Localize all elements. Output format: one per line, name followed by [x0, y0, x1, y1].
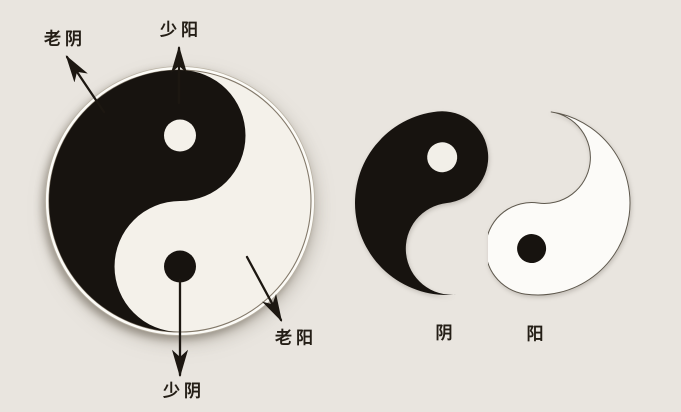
arrow-lao-yin — [65, 55, 106, 114]
taiji-yin-black-half — [49, 70, 246, 332]
taiji-symbol-main — [45, 66, 315, 336]
taiji-white-eye-dot — [164, 119, 196, 152]
label-yin: 阴 — [435, 323, 453, 344]
yin-half-symbol — [355, 111, 489, 295]
label-lao-yin: 老阴 — [44, 29, 86, 50]
label-shao-yang: 少阳 — [160, 20, 202, 41]
yang-comma-shape — [488, 111, 631, 296]
label-lao-yang: 老阳 — [275, 328, 317, 349]
yang-half-symbol — [488, 111, 631, 296]
yin-comma-shape — [355, 111, 489, 295]
taiji-black-eye-dot — [164, 250, 196, 283]
yang-black-eye-dot — [517, 234, 547, 264]
label-yang: 阳 — [526, 324, 544, 345]
arrow-lao-yang — [245, 255, 283, 323]
yin-white-eye-dot — [427, 142, 458, 173]
label-shao-yin: 少阴 — [163, 381, 205, 402]
